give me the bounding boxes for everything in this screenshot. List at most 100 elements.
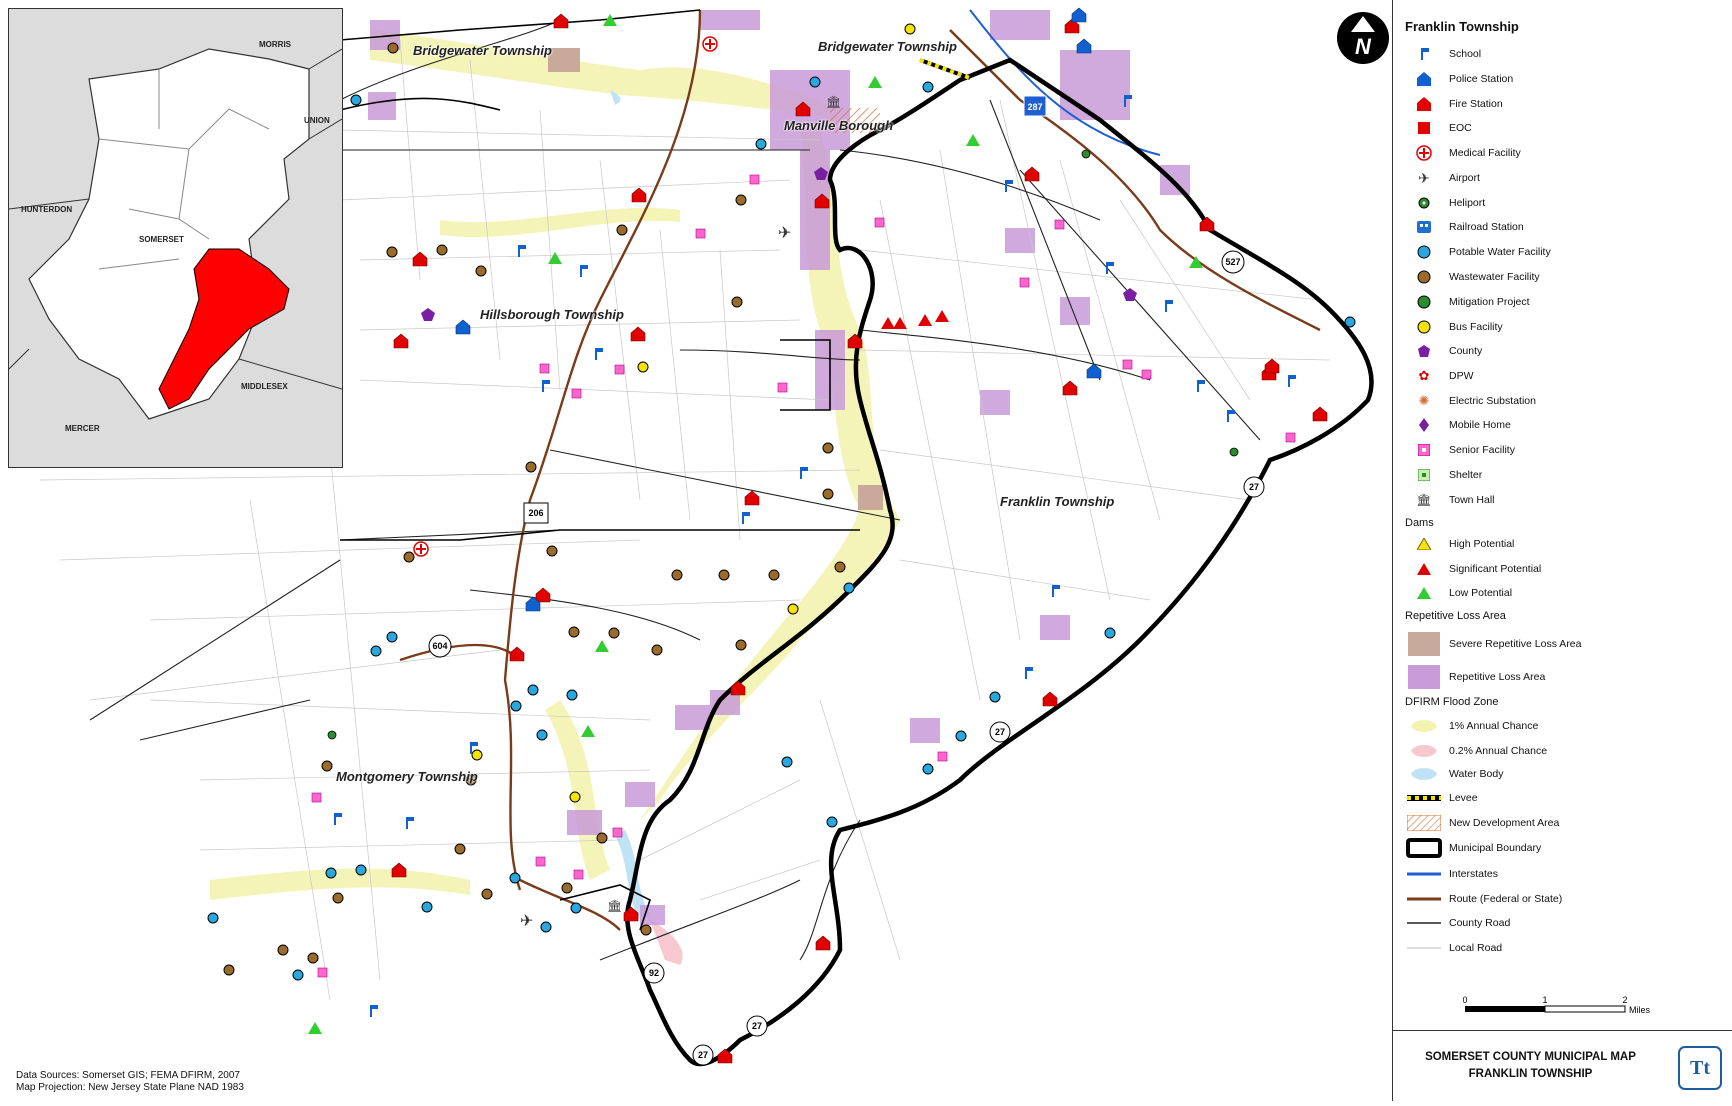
senior-facilities — [311, 174, 1296, 978]
flood-02pct-swatch-icon — [1405, 741, 1443, 761]
sources-line-1: Data Sources: Somerset GIS; FEMA DFIRM, … — [16, 1070, 240, 1081]
interstates — [969, 9, 1161, 156]
legend-label: Repetitive Loss Area — [1449, 671, 1546, 683]
boundary-box-icon — [1405, 838, 1443, 858]
inset-label-hunterdon: HUNTERDON — [21, 205, 73, 214]
svg-text:✈: ✈ — [778, 225, 791, 242]
inset-locator-map: MORRIS UNION HUNTERDON SOMERSET MIDDLESE… — [8, 8, 343, 468]
north-arrow: N — [1335, 10, 1391, 66]
legend-label: Levee — [1449, 792, 1478, 804]
legend-label: Municipal Boundary — [1449, 842, 1542, 854]
legend-item-town-hall: 🏛 Town Hall — [1405, 490, 1494, 510]
water-bodies — [610, 90, 650, 920]
legend-label: Railroad Station — [1449, 221, 1524, 233]
scale-bar: 0 1 2 Miles — [1462, 994, 1663, 1029]
legend-item-medical: Medical Facility — [1405, 143, 1521, 163]
legend-item-route: Route (Federal or State) — [1405, 889, 1562, 909]
legend-label: Mitigation Project — [1449, 296, 1530, 308]
legend-label: High Potential — [1449, 538, 1515, 550]
scale-tick-2: 2 — [1622, 995, 1627, 1005]
legend-item-dpw: ✿ DPW — [1405, 366, 1474, 386]
airport-markers: ✈✈ — [520, 225, 791, 930]
legend-label: Medical Facility — [1449, 147, 1521, 159]
legend-item-county: County — [1405, 341, 1482, 361]
franklin-township-highlight — [158, 248, 290, 410]
county-road-line-icon — [1405, 913, 1443, 933]
svg-text:🏛: 🏛 — [826, 95, 841, 109]
label-franklin: Franklin Township — [1000, 494, 1115, 509]
scale-tick-1: 1 — [1542, 995, 1547, 1005]
hatch-area-icon — [1405, 813, 1443, 833]
legend-item-school: School — [1405, 44, 1481, 64]
mobile-home-diamond-icon — [1405, 415, 1443, 435]
dam-low-triangle-icon — [1405, 583, 1443, 603]
legend-item-local-road: Local Road — [1405, 938, 1502, 958]
water-circle-icon — [1405, 242, 1443, 262]
interstate-line-icon — [1405, 864, 1443, 884]
legend-label: Bus Facility — [1449, 321, 1503, 333]
local-roads — [39, 39, 1331, 1001]
north-arrow-letter: N — [1355, 34, 1372, 59]
legend-item-substation: ✺ Electric Substation — [1405, 391, 1536, 411]
fire-stations — [391, 13, 1328, 1064]
rla-swatch-icon — [1405, 663, 1443, 691]
label-bridgewater-west: Bridgewater Township — [413, 43, 552, 58]
legend-title: Franklin Township — [1405, 19, 1519, 34]
label-hillsborough: Hillsborough Township — [480, 307, 624, 322]
bus-circle-icon — [1405, 317, 1443, 337]
legend-item-severe-rla: Severe Repetitive Loss Area — [1405, 630, 1582, 658]
legend-item-rla: Repetitive Loss Area — [1405, 663, 1545, 691]
title-line-2: FRANKLIN TOWNSHIP — [1468, 1068, 1593, 1080]
tetra-tech-logo-icon: Tt — [1678, 1046, 1722, 1090]
legend-item-municipal-boundary: Municipal Boundary — [1405, 838, 1541, 858]
inset-label-union: UNION — [304, 116, 330, 125]
fire-house-icon — [1405, 94, 1443, 114]
town-hall-icon: 🏛 — [1416, 493, 1432, 507]
legend-item-county-road: County Road — [1405, 913, 1510, 933]
legend-label: Significant Potential — [1449, 563, 1542, 575]
legend-item-shelter: Shelter — [1405, 465, 1482, 485]
legend-item-new-development: New Development Area — [1405, 813, 1559, 833]
water-body-swatch-icon — [1405, 764, 1443, 784]
legend-item-water-body: Water Body — [1405, 764, 1503, 784]
legend-label: 0.2% Annual Chance — [1449, 745, 1548, 757]
dam-significant-triangle-icon — [1405, 559, 1443, 579]
legend-label: County — [1449, 345, 1483, 357]
scale-tick-0: 0 — [1463, 995, 1468, 1005]
legend-item-eoc: EOC — [1405, 118, 1472, 138]
legend-item-bus: Bus Facility — [1405, 317, 1503, 337]
town-halls: 🏛🏛 — [607, 95, 841, 913]
medical-cross-icon — [1405, 143, 1443, 163]
legend-item-mobile-home: Mobile Home — [1405, 415, 1511, 435]
wastewater-facilities — [223, 42, 846, 976]
sources-line-2: Map Projection: New Jersey State Plane N… — [16, 1082, 244, 1093]
mitigation-projects — [327, 149, 1239, 740]
substation-icon: ✺ — [1418, 393, 1430, 408]
title-line-1: SOMERSET COUNTY MUNICIPAL MAP — [1425, 1051, 1636, 1063]
legend-label: New Development Area — [1449, 817, 1560, 829]
legend-header-flood: DFIRM Flood Zone — [1405, 696, 1499, 708]
scale-unit: Miles — [1629, 1005, 1651, 1015]
airport-plane-icon: ✈ — [1418, 169, 1430, 186]
county-pentagon-icon — [1405, 341, 1443, 361]
legend-label: Low Potential — [1449, 587, 1513, 599]
legend-item-airport: ✈ Airport — [1405, 168, 1480, 188]
severe-rla-swatch-icon — [1405, 630, 1443, 658]
legend-item-levee: Levee — [1405, 788, 1478, 808]
legend-label: Mobile Home — [1449, 419, 1511, 431]
legend-label: Potable Water Facility — [1449, 246, 1551, 258]
main-map[interactable]: ✈✈ 🏛🏛 Bridgewater Township Bridgewater T… — [0, 0, 1392, 1101]
levee-line-icon — [1405, 788, 1443, 808]
legend-item-mitigation: Mitigation Project — [1405, 292, 1530, 312]
flood-1pct-swatch-icon — [1405, 716, 1443, 736]
label-bridgewater-east: Bridgewater Township — [818, 39, 957, 54]
label-montgomery: Montgomery Township — [336, 769, 478, 784]
franklin-township-boundary — [625, 57, 1374, 1067]
legend-item-interstates: Interstates — [1405, 864, 1498, 884]
flood-02pct-zone — [650, 920, 683, 965]
legend-label: Fire Station — [1449, 98, 1503, 110]
dpw-gear-icon: ✿ — [1418, 368, 1430, 383]
legend-label: Electric Substation — [1449, 395, 1536, 407]
county-markers — [421, 167, 1137, 321]
legend-label: County Road — [1449, 917, 1511, 929]
